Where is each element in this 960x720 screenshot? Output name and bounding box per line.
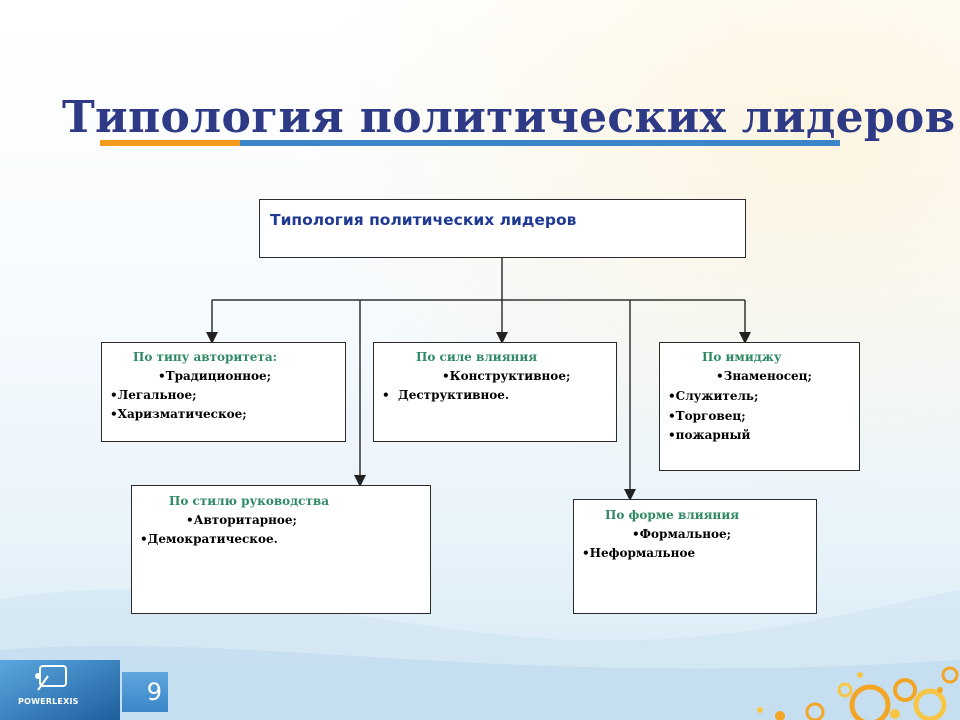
logo-text: POWERLEXIS xyxy=(18,697,79,706)
influence-form-box: По форме влияния •Формальное; •Неформаль… xyxy=(573,499,817,614)
leadership-style-heading: По стилю руководства xyxy=(169,494,330,508)
image-item-1: •Знаменосец; xyxy=(716,369,812,383)
influence-strength-box: По силе влияния •Конструктивное; • Дестр… xyxy=(373,342,617,442)
title-underline-orange xyxy=(100,140,240,146)
authority-box: По типу авторитета: •Традиционное; •Лега… xyxy=(101,342,346,442)
root-label: Типология политических лидеров xyxy=(270,211,577,229)
leadership-style-item-2: •Демократическое. xyxy=(140,532,278,546)
image-box: По имиджу •Знаменосец; •Служитель; •Торг… xyxy=(659,342,860,471)
influence-form-item-1: •Формальное; xyxy=(632,527,732,541)
influence-strength-item-2: • Деструктивное. xyxy=(382,388,510,402)
title-underline-blue xyxy=(240,140,840,146)
influence-form-heading: По форме влияния xyxy=(605,508,740,522)
influence-form-item-2: •Неформальное xyxy=(582,546,696,560)
image-heading: По имиджу xyxy=(702,350,782,364)
influence-strength-item-1: •Конструктивное; xyxy=(442,369,571,383)
circles-decoration xyxy=(757,666,959,720)
authority-heading: По типу авторитета: xyxy=(133,350,278,364)
root-box: Типология политических лидеров xyxy=(259,199,746,258)
influence-strength-heading: По силе влияния xyxy=(416,350,538,364)
leadership-style-box: По стилю руководства •Авторитарное; •Дем… xyxy=(131,485,431,614)
authority-item-2: •Легальное; xyxy=(110,388,197,402)
page-number: 9 xyxy=(122,672,168,712)
image-item-3: •Торговец; xyxy=(668,409,746,423)
authority-item-1: •Традиционное; xyxy=(158,369,272,383)
leadership-style-item-1: •Авторитарное; xyxy=(186,513,297,527)
authority-item-3: •Харизматическое; xyxy=(110,407,247,421)
image-item-2: •Служитель; xyxy=(668,389,759,403)
slide-title: Типология политических лидеров xyxy=(62,92,956,143)
image-item-4: •пожарный xyxy=(668,428,751,442)
